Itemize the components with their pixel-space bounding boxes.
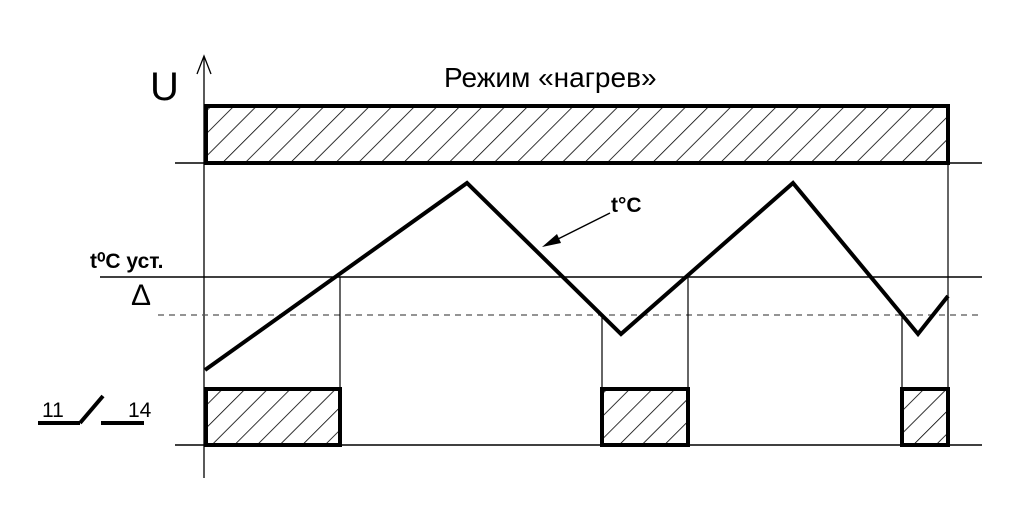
mode-title: Режим «нагрев» <box>444 62 657 93</box>
contact-pulse <box>600 387 690 447</box>
contact-pulse <box>900 387 950 447</box>
supply-voltage-bar <box>204 104 950 165</box>
contact-pulse <box>204 387 342 447</box>
axis-arrow-icon <box>196 54 212 75</box>
temperature-label: t°C <box>611 194 642 217</box>
contact-symbol-icon <box>38 394 144 425</box>
contact-label-11: 11 <box>42 399 64 422</box>
temperature-pointer-arrow-icon <box>542 234 561 247</box>
temperature-curve <box>203 180 950 372</box>
axis-label-u: U <box>150 65 179 109</box>
hysteresis-label: Δ <box>131 279 151 312</box>
setpoint-label: t⁰C уст. <box>90 250 164 273</box>
contact-label-14: 14 <box>128 399 152 422</box>
